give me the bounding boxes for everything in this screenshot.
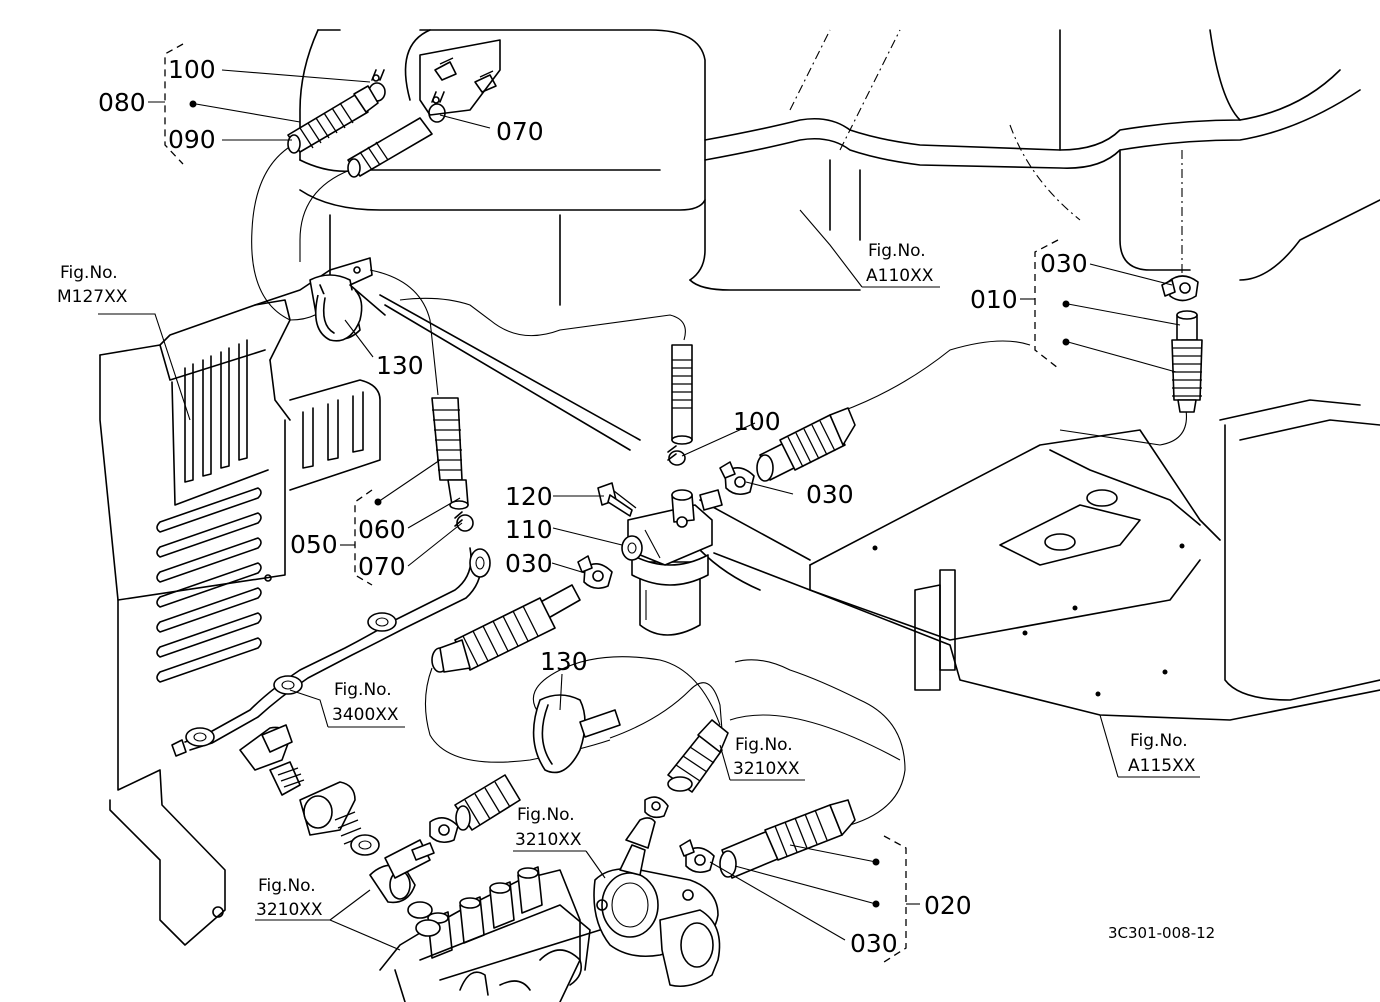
label-070-mid: 070 [358, 552, 406, 581]
fig-ref-3210a-line2: 3210XX [733, 759, 800, 779]
hose-clamp-pump [429, 796, 669, 844]
fig-ref-3210a-line1: Fig.No. [735, 735, 793, 755]
fig-ref-a115-line2: A115XX [1128, 756, 1196, 776]
hose-clip-070-top [428, 91, 446, 123]
cable-tie-130-lower [532, 694, 621, 774]
fuel-hose-filter-out [431, 584, 581, 673]
label-130-lower: 130 [540, 647, 588, 676]
label-100-mid: 100 [733, 407, 781, 436]
label-080: 080 [98, 88, 146, 117]
label-130-upper: 130 [376, 351, 424, 380]
fig-ref-3210b-line2: 3210XX [515, 830, 582, 850]
fuel-hose-090 [287, 85, 379, 154]
fig-ref-a110-line1: Fig.No. [868, 241, 926, 261]
fuel-filter-assembly [621, 489, 723, 636]
cable-tie-130-upper [314, 289, 363, 342]
group-brackets [148, 43, 1059, 963]
label-030-bottom: 030 [850, 929, 898, 958]
fuel-hose-060 [431, 397, 469, 510]
label-030-mid: 030 [806, 480, 854, 509]
hose-clip-070-mid [454, 511, 474, 532]
drawing-code: 3C301-008-12 [1108, 924, 1215, 942]
injection-pump-fittings [239, 724, 441, 937]
label-060: 060 [358, 515, 406, 544]
fuel-hose-020 [719, 799, 856, 879]
fig-ref-m127-line2: M127XX [57, 287, 128, 307]
group-dots [189, 100, 1070, 908]
label-050: 050 [290, 530, 338, 559]
hose-clamp-030-bottom [679, 839, 715, 874]
bolt-120 [597, 482, 637, 517]
fuel-hose-070-top [347, 117, 433, 178]
fig-ref-3210c-line1: Fig.No. [258, 876, 316, 896]
label-120: 120 [505, 482, 553, 511]
fuel-hose-010 [1171, 310, 1203, 413]
fuel-hose-pump-right [667, 719, 729, 793]
fig-ref-3210b-line1: Fig.No. [517, 805, 575, 825]
label-010: 010 [970, 285, 1018, 314]
hose-clamp-030-right [1161, 275, 1199, 302]
fig-ref-3400-line1: Fig.No. [334, 680, 392, 700]
label-110: 110 [505, 515, 553, 544]
injection-leak-off-pipe [171, 547, 491, 757]
tank-hidden-lines [789, 29, 1183, 275]
tank-outlet-fittings [419, 39, 501, 116]
floor-plate [809, 429, 1380, 721]
fuel-tank-outline [299, 29, 1380, 701]
fig-ref-m127-line1: Fig.No. [60, 263, 118, 283]
label-020: 020 [924, 891, 972, 920]
fuel-hose-feed [756, 407, 856, 482]
label-030-left: 030 [505, 549, 553, 578]
side-cover-panel [99, 299, 381, 946]
hose-clip-100-mid [667, 445, 686, 466]
fig-ref-3400-line2: 3400XX [332, 705, 399, 725]
figure-ref-leaders [98, 209, 1200, 951]
hidden-pipe-lines [379, 294, 811, 591]
fuel-hose-pump-left [454, 774, 521, 831]
label-030-right: 030 [1040, 249, 1088, 278]
fig-ref-3210c-line2: 3210XX [256, 900, 323, 920]
fig-ref-a115-line1: Fig.No. [1130, 731, 1188, 751]
label-070-top: 070 [496, 117, 544, 146]
hose-clamp-030-mid [719, 461, 755, 496]
leader-lines [195, 69, 1181, 941]
label-090: 090 [168, 125, 216, 154]
hose-clamp-030-left [577, 555, 613, 590]
fig-ref-a110-line2: A110XX [866, 266, 934, 286]
fuel-feed-pump [593, 817, 721, 988]
fuel-hose-vertical [671, 344, 693, 445]
label-100-top: 100 [168, 55, 216, 84]
